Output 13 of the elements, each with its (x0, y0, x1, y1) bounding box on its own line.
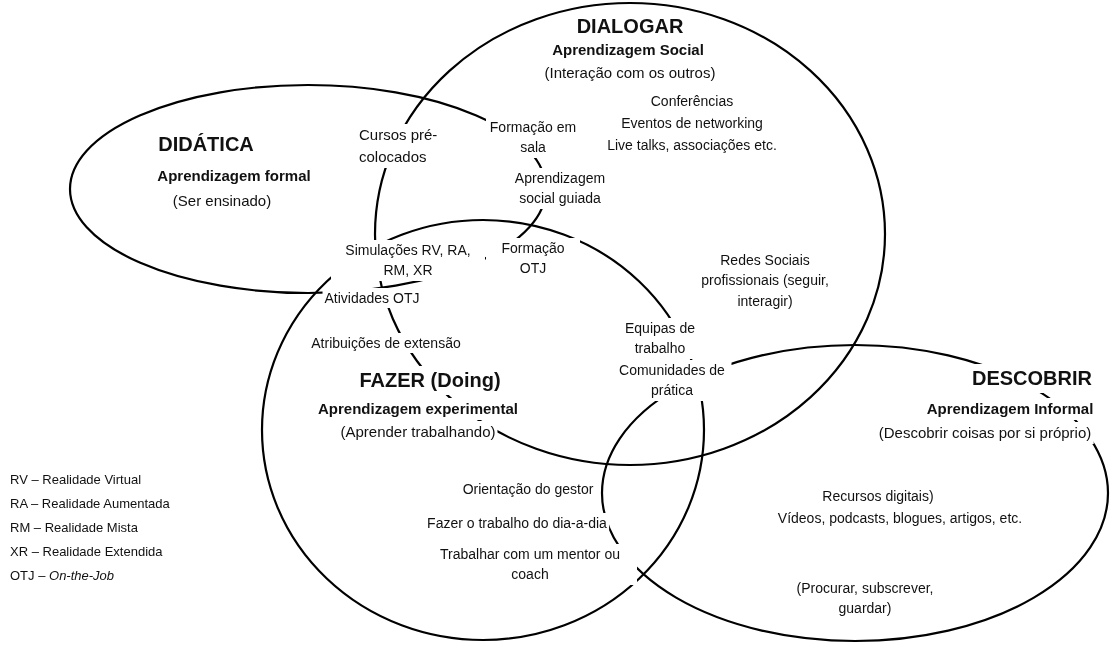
abbreviation-note: OTJ – On-the-Job (10, 568, 115, 583)
description-text: (Descobrir coisas por si próprio) (876, 422, 1094, 444)
overlap-label: Simulações RV, RA, RM, XR (331, 240, 485, 281)
description-text: (Aprender trabalhando) (338, 421, 498, 443)
item-text: Atribuições de extensão (309, 333, 463, 354)
circle-subtitle: Aprendizagem Informal (924, 398, 1096, 420)
abbreviation-note: RA – Realidade Aumentada (10, 496, 170, 511)
abbreviation-note: RV – Realidade Virtual (10, 472, 142, 487)
abbreviation-note: RM – Realidade Mista (10, 520, 138, 535)
abbreviation-note: XR – Realidade Extendida (10, 544, 163, 559)
circle-title: DESCOBRIR (970, 364, 1094, 393)
overlap-label: Atividades OTJ (322, 288, 422, 309)
circle-title: FAZER (Doing) (357, 366, 503, 395)
